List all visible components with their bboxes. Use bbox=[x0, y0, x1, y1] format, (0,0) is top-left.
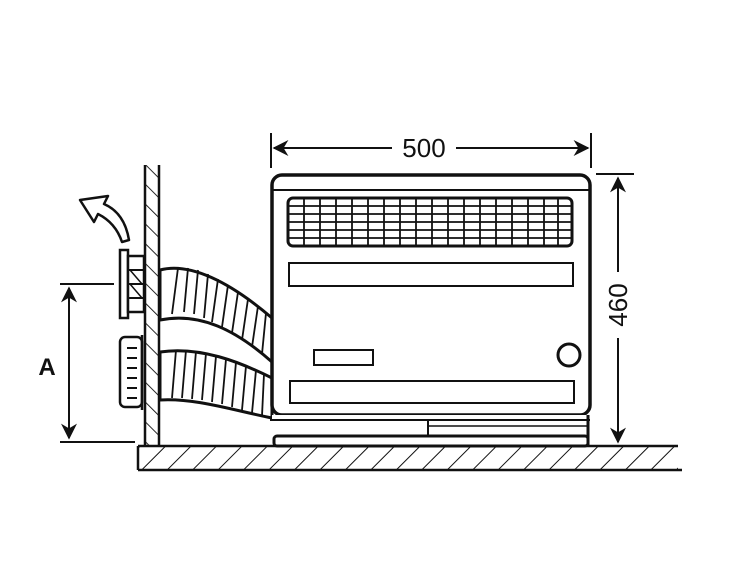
width-label: 500 bbox=[402, 133, 445, 163]
heater-grille bbox=[286, 196, 574, 248]
flue-duct-upper bbox=[158, 266, 274, 366]
heater-unit bbox=[270, 173, 592, 417]
control-knob bbox=[556, 342, 582, 368]
air-duct-lower bbox=[158, 349, 274, 420]
upper-panel-slot bbox=[288, 262, 574, 287]
flue-terminal-upper bbox=[118, 248, 146, 320]
height-dimension: 460 bbox=[596, 173, 634, 444]
air-intake-terminal-lower bbox=[118, 335, 144, 410]
exhaust-arrow-icon bbox=[78, 194, 131, 244]
flue-height-dimension: A bbox=[38, 283, 135, 443]
label-plate bbox=[313, 349, 374, 366]
lower-panel-slot bbox=[289, 380, 575, 404]
width-dimension: 500 bbox=[270, 133, 592, 168]
floor bbox=[136, 444, 682, 472]
heater-base bbox=[270, 415, 590, 448]
flue-height-label: A bbox=[38, 354, 55, 381]
height-label: 460 bbox=[603, 283, 633, 326]
wall bbox=[143, 165, 161, 446]
